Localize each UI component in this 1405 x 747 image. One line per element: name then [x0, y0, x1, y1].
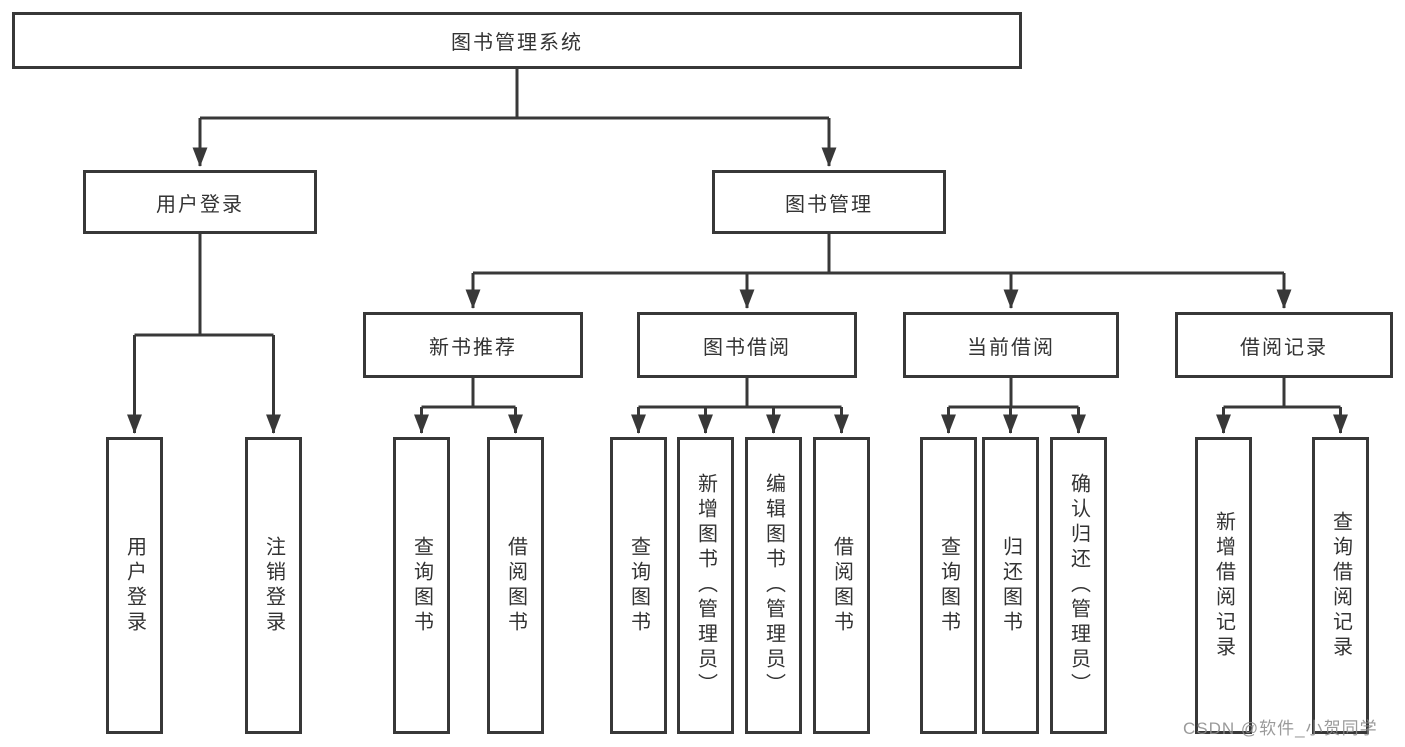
node-borrowing-records: 借阅记录 — [1175, 312, 1393, 378]
node-library-system-root: 图书管理系统 — [12, 12, 1022, 69]
node-label: 当前借阅 — [967, 336, 1055, 359]
leaf-borrow-books-recommend: 借阅图书 — [487, 437, 544, 734]
node-label: 图书借阅 — [703, 336, 791, 359]
leaf-return-books: 归还图书 — [982, 437, 1039, 734]
leaf-query-books-recommend: 查询图书 — [393, 437, 450, 734]
leaf-label: 注销登录 — [262, 535, 285, 636]
node-label: 新书推荐 — [429, 336, 517, 359]
node-new-book-recommendation: 新书推荐 — [363, 312, 583, 378]
node-book-borrowing: 图书借阅 — [637, 312, 857, 378]
leaf-add-books-admin: 新增图书（管理员） — [677, 437, 734, 734]
leaf-label: 借阅图书 — [504, 535, 527, 636]
leaf-user-login: 用户登录 — [106, 437, 163, 734]
leaf-label: 查询图书 — [410, 535, 433, 636]
leaf-label: 确认归还（管理员） — [1067, 473, 1090, 698]
leaf-label: 新增图书（管理员） — [694, 473, 717, 698]
csdn-watermark: CSDN @软件_小贺同学 — [1183, 719, 1378, 738]
node-label: 用户登录 — [156, 193, 244, 216]
node-label: 借阅记录 — [1240, 336, 1328, 359]
leaf-logout: 注销登录 — [245, 437, 302, 734]
leaf-query-borrow-record: 查询借阅记录 — [1312, 437, 1369, 734]
leaf-label: 借阅图书 — [830, 535, 853, 636]
node-current-borrowing: 当前借阅 — [903, 312, 1119, 378]
node-label: 图书管理系统 — [451, 32, 583, 54]
node-label: 图书管理 — [785, 193, 873, 216]
leaf-query-books-borrowing: 查询图书 — [610, 437, 667, 734]
leaf-label: 查询图书 — [627, 535, 650, 636]
leaf-label: 查询借阅记录 — [1329, 510, 1352, 661]
leaf-label: 新增借阅记录 — [1212, 510, 1235, 661]
leaf-label: 查询图书 — [937, 535, 960, 636]
leaf-label: 用户登录 — [123, 535, 146, 636]
leaf-add-borrow-record: 新增借阅记录 — [1195, 437, 1252, 734]
leaf-label: 编辑图书（管理员） — [762, 473, 785, 698]
leaf-query-books-current: 查询图书 — [920, 437, 977, 734]
node-user-login: 用户登录 — [83, 170, 317, 234]
node-book-management: 图书管理 — [712, 170, 946, 234]
leaf-borrow-books-borrowing: 借阅图书 — [813, 437, 870, 734]
leaf-confirm-return-admin: 确认归还（管理员） — [1050, 437, 1107, 734]
leaf-edit-books-admin: 编辑图书（管理员） — [745, 437, 802, 734]
leaf-label: 归还图书 — [999, 535, 1022, 636]
